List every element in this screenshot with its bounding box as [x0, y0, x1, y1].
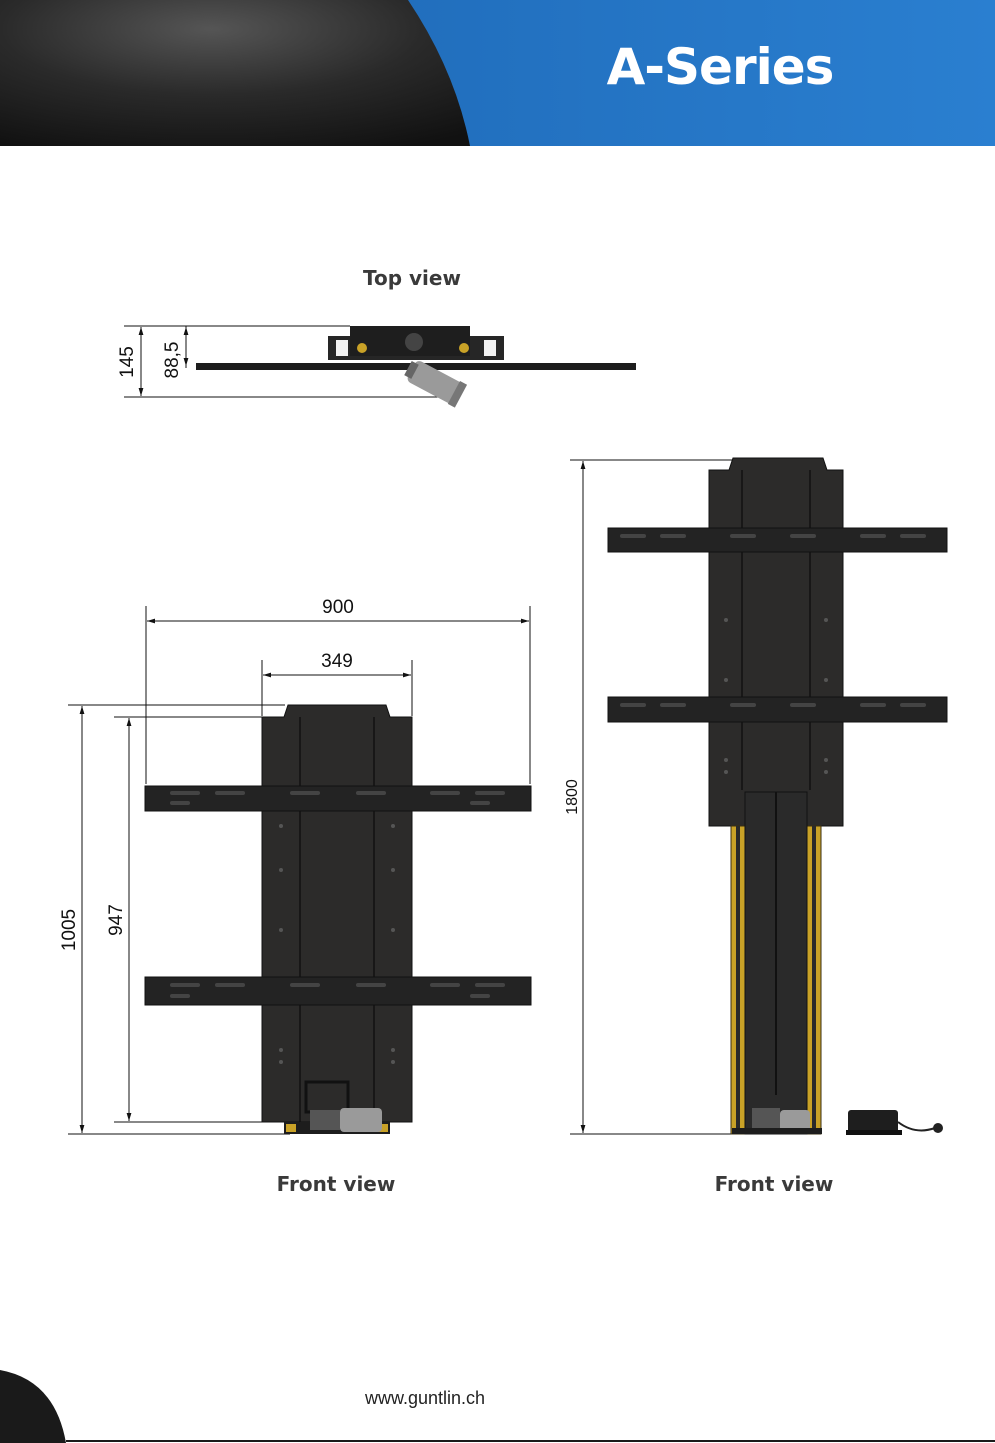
front-view-left-label: Front view: [276, 1172, 396, 1196]
control-box: [846, 1110, 943, 1135]
top-view-drawing: [124, 325, 636, 408]
dim-top-88-5: 88,5: [162, 342, 183, 379]
dim-height-1005: 1005: [59, 909, 80, 951]
dim-height-1800: 1800: [564, 779, 581, 815]
front-view-right-drawing: [570, 457, 948, 1135]
footer-website[interactable]: www.guntlin.ch: [364, 1388, 486, 1408]
front-view-right-label: Front view: [714, 1172, 834, 1196]
dim-width-349: 349: [321, 651, 353, 672]
page-title: A-Series: [606, 38, 835, 96]
footer-corner-decoration: [0, 1370, 66, 1443]
dim-width-900: 900: [322, 597, 354, 618]
dim-height-947: 947: [106, 904, 127, 936]
dim-top-145: 145: [117, 346, 138, 378]
front-view-left-drawing: [68, 606, 532, 1135]
header-banner: [0, 0, 995, 146]
top-view-label: Top view: [363, 266, 461, 290]
page-header: A-Series: [0, 0, 995, 146]
